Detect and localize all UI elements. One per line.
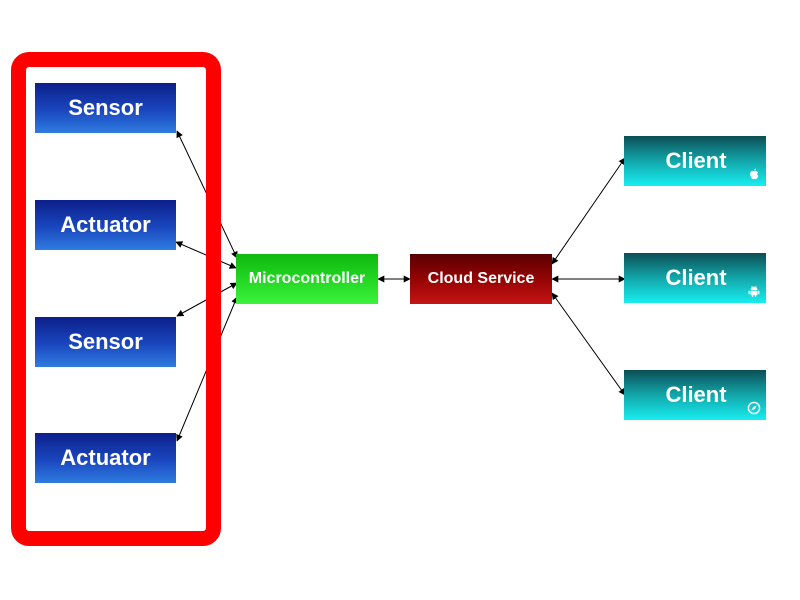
actuator-node-bottom: Actuator: [35, 433, 176, 483]
client-node-web: Client: [624, 370, 766, 420]
safari-compass-icon: [747, 401, 761, 415]
android-icon: [748, 286, 760, 297]
client-label: Client: [665, 265, 727, 290]
client-node-android: Client: [624, 253, 766, 303]
edge-cloud-service-client-web: [551, 292, 626, 396]
client-node-ios: Client: [624, 136, 766, 186]
sensor-node-top: Sensor: [35, 83, 176, 133]
actuator-node-top: Actuator: [35, 200, 176, 250]
client-label: Client: [665, 148, 727, 173]
sensor-node-bottom: Sensor: [35, 317, 176, 367]
cloud-service-node: Cloud Service: [410, 254, 552, 304]
apple-icon: [750, 168, 759, 180]
device-group-frame: [11, 52, 221, 546]
microcontroller-node: Microcontroller: [236, 254, 378, 304]
client-label: Client: [665, 382, 727, 407]
edge-cloud-service-client-ios: [551, 157, 626, 265]
